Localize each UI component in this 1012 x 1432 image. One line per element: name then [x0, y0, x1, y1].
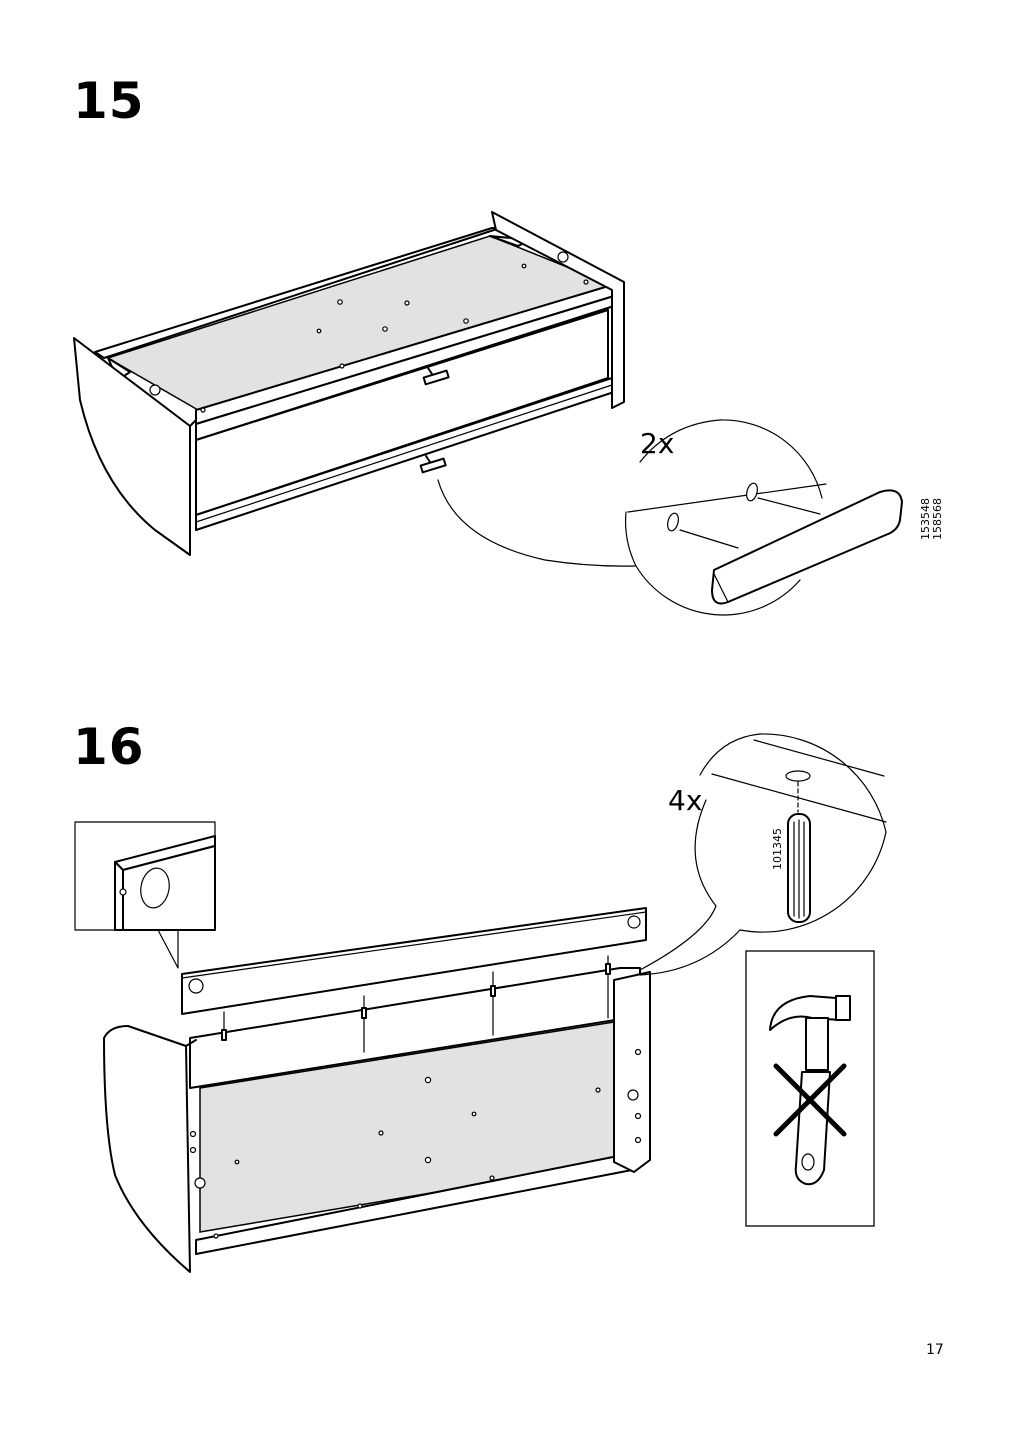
no-hammer-warning	[745, 950, 875, 1227]
step-15-illustration	[73, 211, 625, 556]
step-16-number: 16	[73, 718, 145, 776]
step-16-inset-detail	[74, 821, 216, 969]
step-16-quantity: 4x	[668, 784, 703, 817]
step-16-holes	[189, 1048, 642, 1239]
step-16-detail-callout	[639, 733, 887, 976]
step-15-number: 15	[73, 72, 145, 130]
hammer-icon	[769, 995, 851, 1186]
step-15-holes	[149, 251, 589, 413]
step-15-detail-callout	[437, 419, 903, 616]
do-not-icon	[773, 1063, 847, 1137]
step-15-quantity: 2x	[640, 427, 675, 460]
step-16-illustration	[103, 907, 651, 1273]
page-number: 17	[926, 1342, 944, 1358]
